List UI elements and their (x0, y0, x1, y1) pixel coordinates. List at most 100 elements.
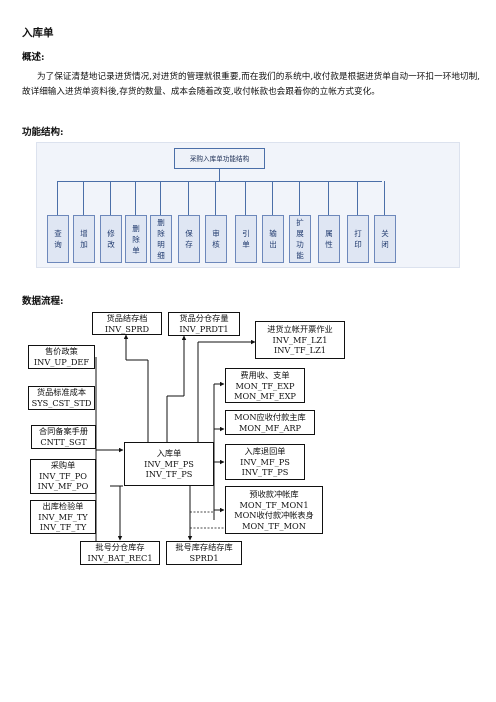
function-item-box: 增加 (73, 215, 95, 263)
store-inv-sprd: 货品结存档 INV_SPRD (92, 312, 162, 335)
store-table: INV_TF_PO (39, 470, 87, 481)
function-item-box: 属性 (318, 215, 340, 263)
store-label: 采购单 (50, 460, 76, 470)
function-item-label: 审核 (212, 229, 220, 249)
function-item-box: 输出 (262, 215, 284, 263)
function-item-label: 属性 (325, 229, 333, 249)
store-table: SYS_CST_STD (31, 397, 92, 408)
store-label: 批号库存结存库 (175, 542, 233, 552)
store-table: INV_UP_DEF (33, 356, 90, 367)
function-item-box: 打印 (347, 215, 369, 263)
store-label: MON收付款冲帐表身 (234, 510, 314, 520)
store-label: 合同备案手册 (38, 426, 89, 436)
store-table: INV_TF_PS (241, 467, 289, 477)
overview-heading: 概述: (22, 52, 45, 63)
function-item-label: 删除明细 (157, 218, 165, 260)
function-item-label: 增加 (80, 229, 88, 249)
function-root-box: 采购入库单功能结构 (174, 148, 265, 169)
tree-branch-line (110, 181, 111, 215)
process-label: 入库单 (156, 448, 182, 458)
store-inv-up-def: 售价政策 INV_UP_DEF (28, 345, 95, 369)
function-item-label: 输出 (269, 229, 277, 249)
store-table: INV_MF_LZ1 (272, 334, 328, 345)
function-item-box: 查询 (47, 215, 69, 263)
tree-branch-line (328, 181, 329, 215)
store-table: MON_MF_ARP (238, 422, 302, 433)
tree-branch-line (83, 181, 84, 215)
tree-branch-line (384, 181, 385, 215)
tree-branch-line (160, 181, 161, 215)
store-label: 售价政策 (45, 346, 78, 356)
store-table: MON_TF_MON1 (239, 499, 309, 510)
store-label: 货品分仓存量 (179, 313, 229, 323)
store-label: 批号分仓库存 (95, 542, 145, 552)
store-table: CNTT_SGT (40, 436, 87, 447)
store-inv-bat-rec1: 批号分仓库存 INV_BAT_REC1 (80, 541, 160, 565)
store-sprd1: 批号库存结存库 SPRD1 (166, 541, 242, 565)
function-item-box: 关闭 (374, 215, 396, 263)
function-item-label: 修改 (107, 229, 115, 249)
store-inv-ty: 出库检验单 INV_MF_TY INV_TF_TY (30, 500, 96, 534)
store-inbound-return: 入库退回单 INV_MF_PS INV_TF_PS (225, 444, 305, 480)
overview-paragraph: 为了保证清楚地记录进货情况,对进货的管理就很重要,而在我们的系统中,收付款是根据… (22, 72, 480, 97)
store-table: INV_BAT_REC1 (87, 552, 153, 563)
store-table: INV_PRDT1 (179, 323, 229, 334)
function-item-label: 保存 (185, 229, 193, 249)
store-inv-lz1: 进货立帐开票作业 INV_MF_LZ1 INV_TF_LZ1 (255, 321, 345, 359)
store-label: 进货立帐开票作业 (267, 324, 333, 334)
store-label: MON应收付款主库 (234, 412, 306, 422)
store-table: INV_MF_PO (37, 481, 89, 491)
store-table: INV_MF_PS (240, 456, 290, 467)
store-label: 预收款冲帐库 (249, 489, 299, 499)
store-label: 货品结存档 (106, 313, 148, 323)
store-table: MON_MF_EXP (234, 391, 296, 401)
function-item-label: 扩展功能 (296, 218, 304, 260)
tree-branch-line (57, 181, 58, 215)
tree-branch-line (245, 181, 246, 215)
store-inv-po: 采购单 INV_TF_PO INV_MF_PO (30, 459, 96, 494)
function-item-label: 查询 (54, 229, 62, 249)
tree-branch-line (135, 181, 136, 215)
store-sys-cst-std: 货品标准成本 SYS_CST_STD (28, 386, 95, 410)
store-label: 货品标准成本 (36, 387, 87, 397)
function-item-box: 修改 (100, 215, 122, 263)
tree-branch-line (272, 181, 273, 215)
function-item-label: 关闭 (381, 229, 389, 249)
store-mon-mf-arp: MON应收付款主库 MON_MF_ARP (225, 410, 315, 435)
store-cntt-sgt: 合同备案手册 CNTT_SGT (31, 425, 96, 449)
data-flow-heading: 数据流程: (22, 296, 64, 307)
store-table: MON_TF_EXP (235, 380, 295, 391)
function-item-label: 引单 (242, 229, 250, 249)
process-inbound-order: 入库单 INV_MF_PS INV_TF_PS (124, 442, 214, 486)
tree-bar-line (57, 181, 382, 182)
store-table: INV_MF_TY (38, 511, 88, 522)
store-table: SPRD1 (189, 552, 219, 563)
function-item-box: 删除明细 (150, 215, 172, 263)
function-item-box: 引单 (235, 215, 257, 263)
function-item-label: 删除单 (132, 223, 140, 255)
process-table: INV_MF_PS (144, 458, 194, 469)
function-item-box: 删除单 (125, 215, 147, 263)
store-table: INV_TF_TY (39, 522, 87, 532)
store-label: 入库退回单 (244, 446, 286, 456)
tree-branch-line (357, 181, 358, 215)
function-structure-heading: 功能结构: (22, 127, 64, 138)
function-item-box: 保存 (178, 215, 200, 263)
function-item-box: 扩展功能 (289, 215, 311, 263)
store-mon-exp: 费用收、支单 MON_TF_EXP MON_MF_EXP (225, 368, 305, 403)
tree-trunk-line (219, 169, 220, 181)
tree-branch-line (299, 181, 300, 215)
store-label: 出库检验单 (42, 501, 84, 511)
store-label: 费用收、支单 (240, 370, 290, 380)
store-table: INV_SPRD (104, 323, 150, 334)
store-mon-mon: 预收款冲帐库 MON_TF_MON1 MON收付款冲帐表身 MON_TF_MON (225, 486, 323, 534)
store-inv-prdt1: 货品分仓存量 INV_PRDT1 (168, 312, 240, 336)
store-table: MON_TF_MON (242, 520, 306, 531)
function-item-label: 打印 (354, 229, 362, 249)
process-table: INV_TF_PS (145, 469, 193, 479)
store-table: INV_TF_LZ1 (274, 345, 326, 355)
tree-branch-line (188, 181, 189, 215)
document-title: 入库单 (22, 27, 54, 39)
function-item-box: 审核 (205, 215, 227, 263)
